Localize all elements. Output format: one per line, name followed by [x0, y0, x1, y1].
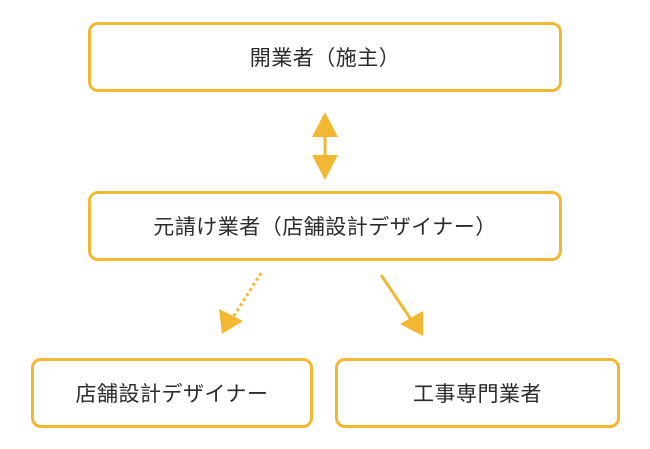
bidirectional-arrow: [312, 112, 338, 180]
arrowhead-down-left-icon: [219, 309, 243, 334]
designer-label: 店舗設計デザイナー: [75, 382, 269, 406]
prime-contractor-label: 元請け業者（店舗設計デザイナー）: [153, 215, 497, 239]
arrowhead-up-icon: [312, 112, 338, 137]
dotted-arrow-to-designer: [219, 272, 263, 334]
arrowhead-down-right-icon: [400, 311, 423, 336]
designer-node: 店舗設計デザイナー: [31, 358, 313, 428]
prime-contractor-node: 元請け業者（店舗設計デザイナー）: [88, 191, 562, 261]
construction-contractor-label: 工事専門業者: [413, 382, 542, 406]
construction-contractor-node: 工事専門業者: [335, 358, 620, 428]
owner-label: 開業者（施主）: [249, 46, 401, 70]
owner-node: 開業者（施主）: [88, 22, 562, 92]
arrowhead-down-icon: [312, 155, 338, 180]
solid-arrow-to-contractor: [379, 274, 423, 336]
